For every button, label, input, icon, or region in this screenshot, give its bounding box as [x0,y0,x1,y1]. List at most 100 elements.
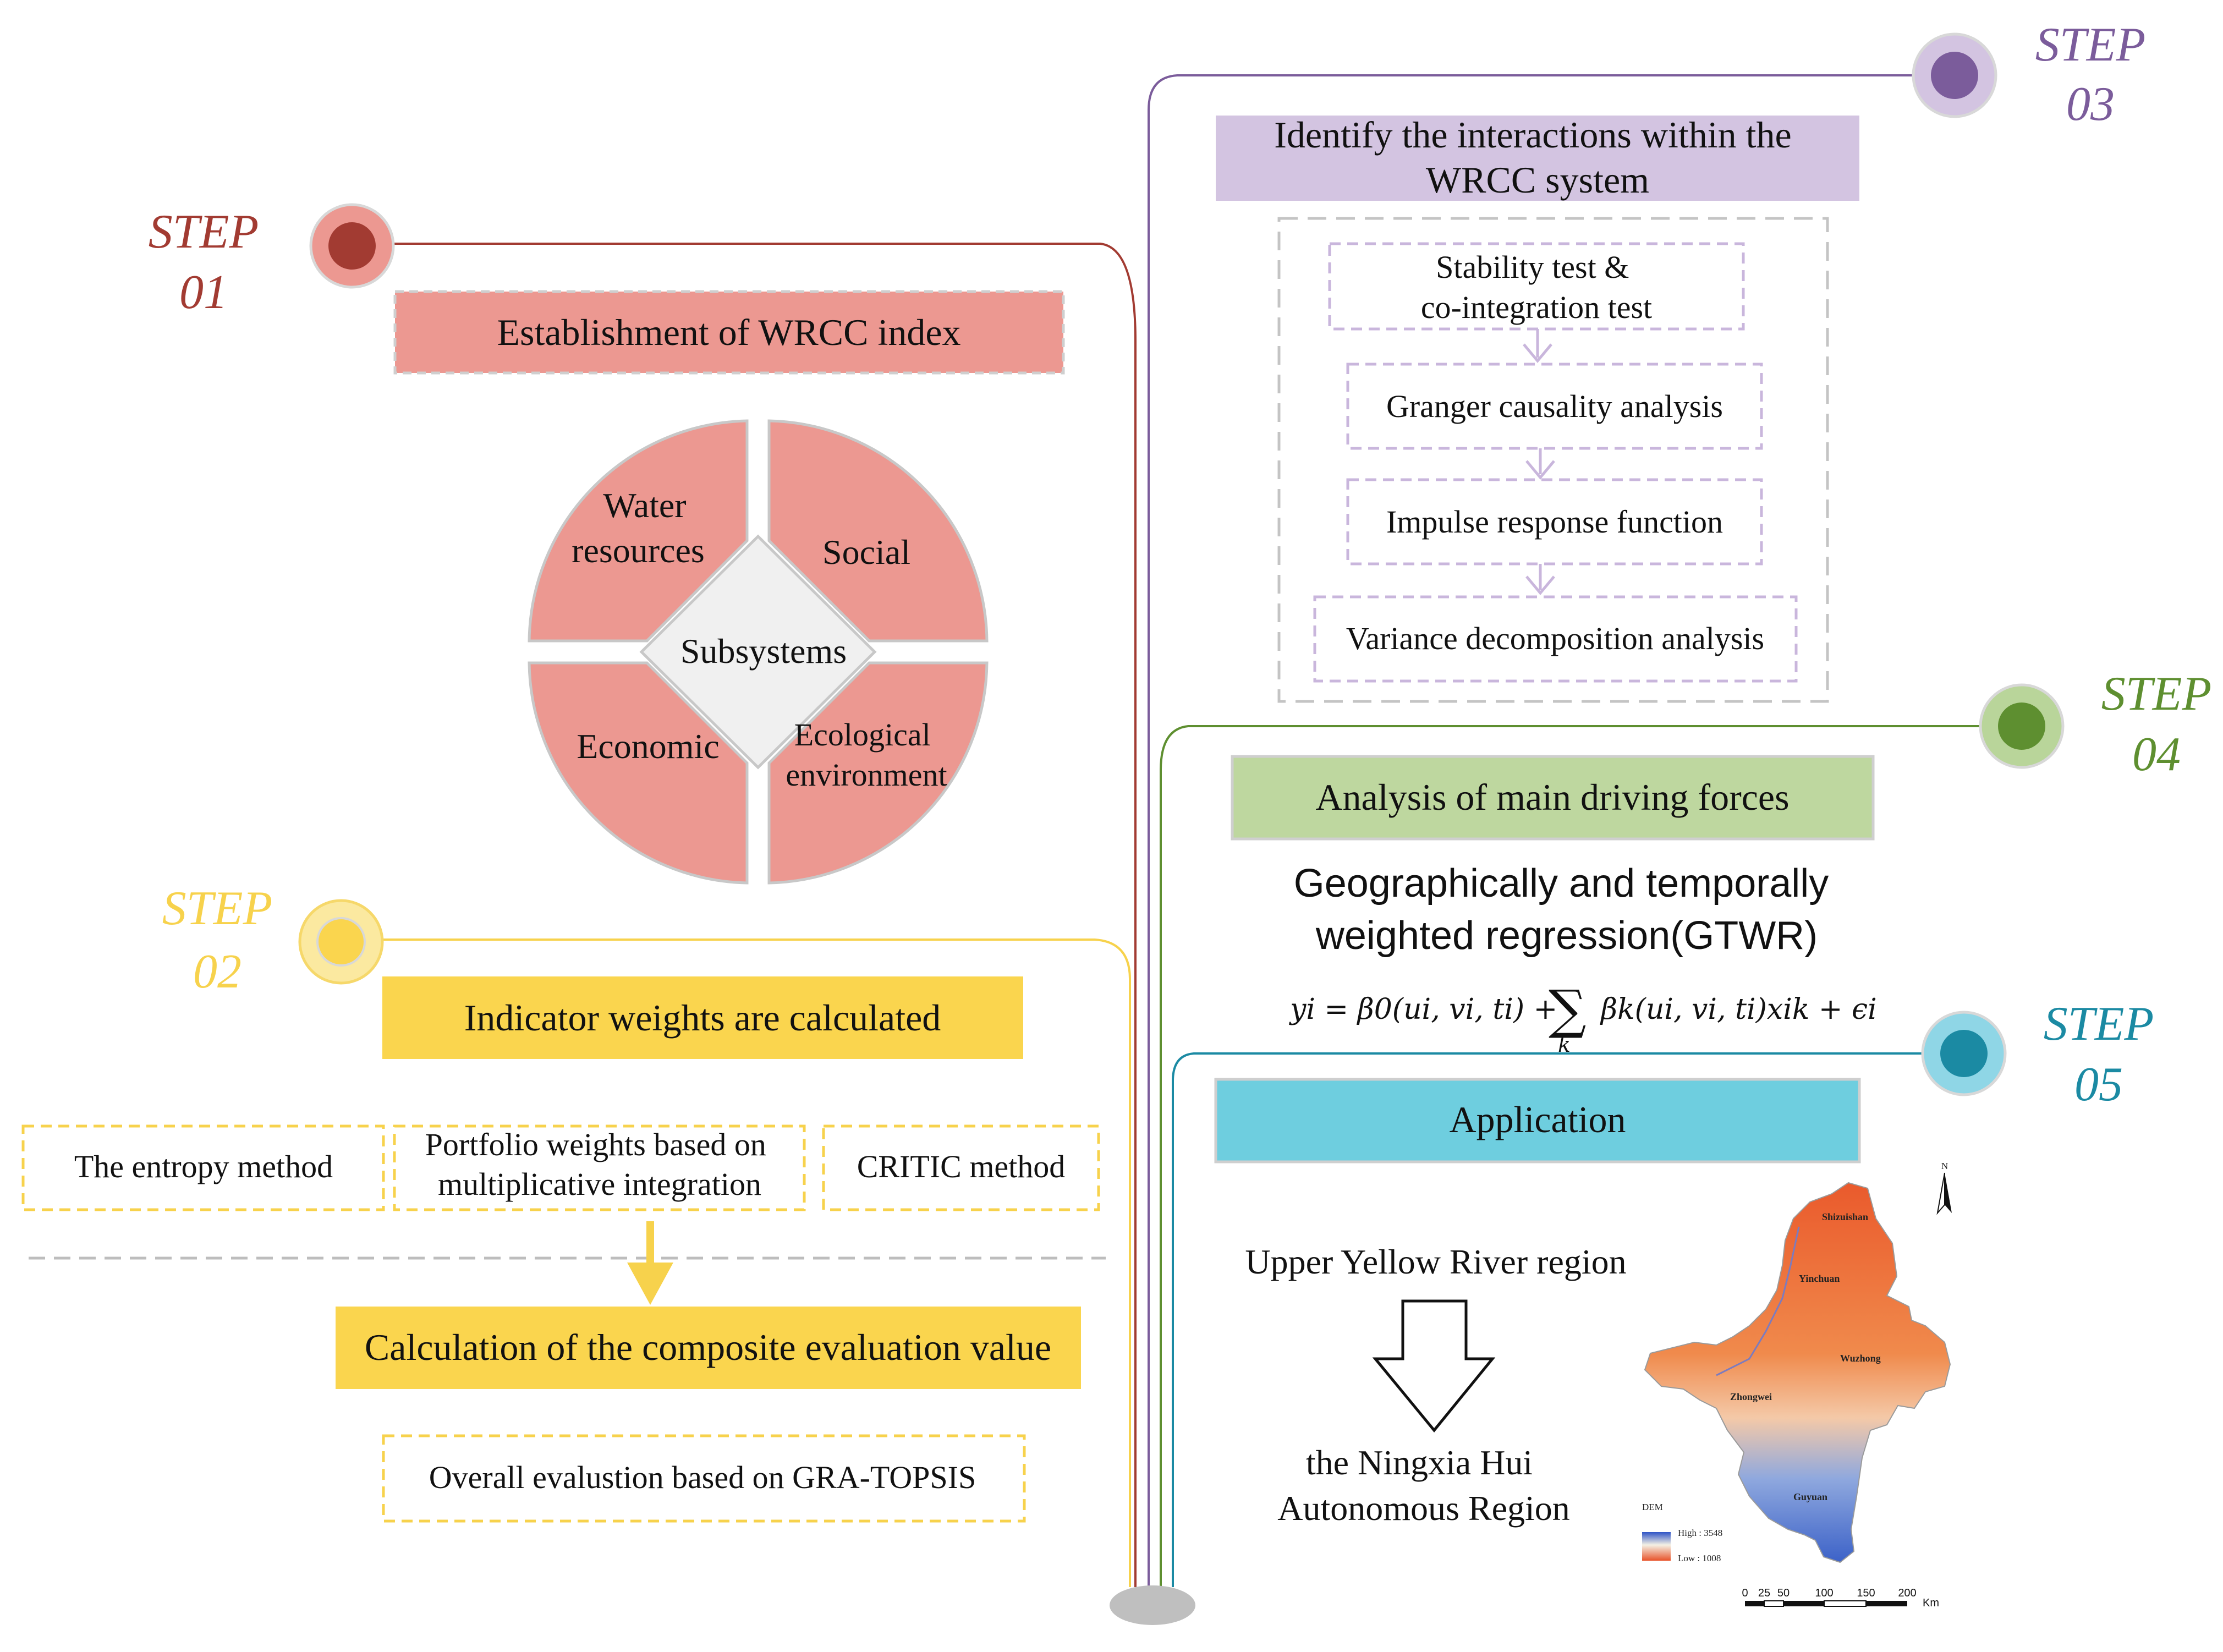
step01-label-number: 01 [179,266,228,319]
step03-label-word: STEP [2035,18,2145,72]
city-wuzhong: Wuzhong [1840,1353,1881,1364]
entropy-method-label: The entropy method [74,1149,333,1184]
step03-marker-dot [1931,52,1978,99]
step02-label-word: STEP [162,882,272,935]
step01-title: Establishment of WRCC index [497,311,960,353]
quadrant-ecological-environment [767,661,989,885]
step04-group: STEP 04 Analysis of main driving forces … [1231,667,2211,1057]
arrow-stability-to-granger [1523,329,1552,363]
svg-text:100: 100 [1815,1587,1833,1599]
svg-text:200: 200 [1898,1587,1916,1599]
quadrant-ecological-label: Ecological environment [786,717,947,793]
step02-title: Indicator weights are calculated [464,997,941,1039]
gra-topsis-label: Overall evalustion based on GRA-TOPSIS [429,1459,976,1495]
impulse-response-label: Impulse response function [1386,504,1723,540]
scale-bar: 0 25 50 100 150 200 Km [1742,1587,1939,1609]
formula-sum: ∑ [1549,979,1587,1040]
variance-decomposition-label: Variance decomposition analysis [1346,621,1764,656]
granger-label: Granger causality analysis [1386,388,1723,424]
step02-group: STEP 02 Indicator weights are calculated… [21,882,1106,1523]
step05-marker-dot [1940,1030,1988,1077]
stability-test-label: Stability test & co-integration test [1421,249,1652,325]
connector-lines [380,74,1980,1625]
composite-evaluation-label: Calculation of the composite evaluation … [365,1326,1051,1368]
step04-title: Analysis of main driving forces [1315,776,1789,818]
gra-topsis-box [382,1434,1026,1523]
step05-title-box [1214,1078,1861,1163]
step04-label-word: STEP [2101,667,2211,721]
city-guyuan: Guyuan [1793,1491,1827,1502]
step04-marker-dot [1998,702,2045,750]
subsystem-wheel: Subsystems Water resources Social Econom… [528,419,989,885]
dem-legend: DEM High : 3548 Low : 1008 [1642,1502,1722,1563]
svg-text:N: N [1941,1161,1948,1171]
impulse-response-box [1346,478,1763,566]
arrow-granger-to-impulse [1525,448,1555,480]
svg-text:50: 50 [1777,1587,1790,1599]
quadrant-economic-label: Economic [577,727,719,766]
step01-marker-dot [328,222,376,270]
step02-label-number: 02 [193,945,241,998]
step01-title-box [393,290,1065,375]
critic-method-box [822,1124,1100,1211]
step03-connector [1148,74,1914,1587]
gtwr-formula: yi = β0(ui, vi, ti) + ∑ k βk(ui, vi, ti)… [1289,979,1877,1057]
step03-title: Identify the interactions within the WRC… [1274,114,1801,201]
arrow-impulse-to-variance [1525,564,1555,595]
svg-text:0: 0 [1742,1587,1748,1599]
dem-legend-ramp [1642,1532,1671,1561]
step03-label-number: 03 [2066,78,2115,131]
portfolio-weights-label: Portfolio weights based on multiplicativ… [425,1127,775,1202]
quadrant-social [767,419,989,643]
formula-rhs: βk(ui, vi, ti)xik + ϵi [1600,993,1877,1026]
quadrant-water-resources [528,419,749,643]
step02-arrow-head [627,1263,673,1305]
step01-connector [385,243,1137,1587]
step05-label-number: 05 [2074,1058,2123,1111]
composite-evaluation-box [336,1307,1081,1389]
gtwr-label: Geographically and temporally weighted r… [1294,861,1840,958]
step02-title-box [382,976,1023,1059]
map-river [1716,1226,1800,1376]
formula-sum-index: k [1558,1033,1571,1057]
step05-connector [1172,1052,1923,1587]
step05-group: STEP 05 Application Upper Yellow River r… [1214,997,2154,1609]
step04-title-box [1231,755,1875,841]
step03-group: STEP 03 Identify the interactions within… [1216,18,2145,703]
step01-label-word: STEP [149,205,259,259]
critic-method-label: CRITIC method [857,1149,1066,1184]
region-to-label: the Ningxia Hui Autonomous Region [1277,1443,1570,1528]
step04-label-number: 04 [2132,728,2181,781]
region-from-label: Upper Yellow River region [1245,1242,1626,1281]
step03-title-box [1216,116,1859,201]
svg-text:High : 3548: High : 3548 [1678,1528,1722,1538]
subsystems-center [639,534,877,770]
svg-text:Km: Km [1923,1597,1939,1609]
ningxia-dem-map: N Shizuishan Yinchuan Wuzhong Zhongwei G… [1642,1161,1952,1609]
step05-title: Application [1449,1099,1626,1140]
formula-lhs: yi = β0(ui, vi, ti) + [1289,993,1557,1026]
entropy-method-box [21,1124,385,1211]
step02-connector [380,938,1131,1587]
svg-text:150: 150 [1857,1587,1875,1599]
map-region-shape [1644,1182,1951,1563]
step02-marker-dot [316,917,366,967]
city-zhongwei: Zhongwei [1730,1391,1772,1402]
subsystems-center-label: Subsystems [680,632,847,671]
region-down-arrow [1372,1299,1496,1433]
step05-label-word: STEP [2044,997,2154,1051]
city-yinchuan: Yinchuan [1799,1273,1840,1284]
step03-outer-frame [1277,217,1829,703]
svg-text:DEM: DEM [1642,1502,1663,1512]
quadrant-economic [528,661,749,885]
step04-connector [1160,725,1980,1587]
junction-node [1110,1585,1195,1625]
granger-box [1346,363,1763,450]
city-shizuishan: Shizuishan [1822,1211,1868,1222]
svg-text:25: 25 [1758,1587,1770,1599]
quadrant-water-label: Water resources [572,486,705,570]
quadrant-social-label: Social [822,533,910,572]
step01-group: STEP 01 Establishment of WRCC index Subs… [149,203,1065,885]
